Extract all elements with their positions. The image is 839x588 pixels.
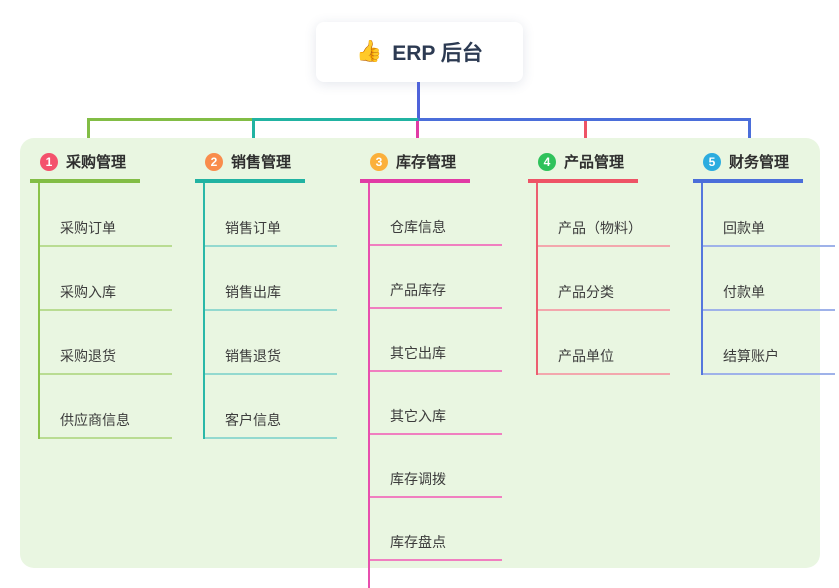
child-node[interactable]: 销售退货: [205, 311, 337, 375]
connector-drop-branch-5: [748, 118, 751, 150]
connector-drop-branch-1: [87, 118, 90, 150]
root-connector-line: [417, 82, 420, 119]
child-node[interactable]: 库存调拨: [370, 435, 502, 498]
connector-horizontal-branch-2: [253, 118, 418, 121]
child-node[interactable]: 库存盘点: [370, 498, 502, 561]
thumbs-up-icon: 👍: [356, 40, 383, 63]
child-node[interactable]: 供应商信息: [40, 375, 172, 439]
branch-label: 产品管理: [564, 154, 625, 171]
child-node[interactable]: 采购入库: [40, 247, 172, 311]
branch-inventory: 3 库存管理 仓库信息 产品库存 其它出库 其它入库 库存调拨 库存盘点 出库库…: [360, 148, 502, 588]
connector-horizontal-branch-5: [418, 118, 751, 121]
child-node[interactable]: 销售订单: [205, 183, 337, 247]
child-node[interactable]: 产品（物料）: [538, 183, 670, 247]
connector-drop-branch-4: [584, 121, 587, 150]
branch-finance-children: 回款单 付款单 结算账户: [701, 183, 835, 375]
child-node[interactable]: 其它出库: [370, 309, 502, 372]
child-node[interactable]: 产品库存: [370, 246, 502, 309]
branch-number-badge: 1: [40, 152, 58, 171]
branch-finance: 5 财务管理 回款单 付款单 结算账户: [693, 148, 835, 375]
child-node[interactable]: 采购订单: [40, 183, 172, 247]
branch-sales-header[interactable]: 2 销售管理: [195, 148, 306, 183]
child-node[interactable]: 采购退货: [40, 311, 172, 375]
root-title: ERP 后台: [392, 42, 483, 65]
branch-product: 4 产品管理 产品（物料） 产品分类 产品单位: [528, 148, 670, 375]
branch-number-badge: 3: [370, 152, 388, 171]
child-node[interactable]: 结算账户: [703, 311, 835, 375]
branch-label: 库存管理: [396, 154, 457, 171]
child-node[interactable]: 销售出库: [205, 247, 337, 311]
child-node[interactable]: 出库库明细: [370, 561, 502, 588]
child-node[interactable]: 其它入库: [370, 372, 502, 435]
branch-inventory-header[interactable]: 3 库存管理: [360, 148, 471, 183]
branch-number-badge: 4: [538, 152, 556, 171]
branch-finance-header[interactable]: 5 财务管理: [693, 148, 804, 183]
connector-drop-branch-3: [416, 121, 419, 150]
branch-product-header[interactable]: 4 产品管理: [528, 148, 639, 183]
branch-label: 财务管理: [729, 154, 790, 171]
branch-label: 销售管理: [231, 154, 292, 171]
branch-product-children: 产品（物料） 产品分类 产品单位: [536, 183, 670, 375]
branch-sales-children: 销售订单 销售出库 销售退货 客户信息: [203, 183, 337, 439]
child-node[interactable]: 回款单: [703, 183, 835, 247]
branch-sales: 2 销售管理 销售订单 销售出库 销售退货 客户信息: [195, 148, 337, 439]
child-node[interactable]: 客户信息: [205, 375, 337, 439]
branch-purchase-header[interactable]: 1 采购管理: [30, 148, 141, 183]
branch-number-badge: 5: [703, 152, 721, 171]
connector-drop-branch-2: [252, 118, 255, 150]
branch-purchase: 1 采购管理 采购订单 采购入库 采购退货 供应商信息: [30, 148, 172, 439]
child-node[interactable]: 付款单: [703, 247, 835, 311]
root-node[interactable]: 👍 ERP 后台: [316, 22, 523, 82]
child-node[interactable]: 仓库信息: [370, 183, 502, 246]
child-node[interactable]: 产品分类: [538, 247, 670, 311]
branch-inventory-children: 仓库信息 产品库存 其它出库 其它入库 库存调拨 库存盘点 出库库明细: [368, 183, 502, 588]
child-node[interactable]: 产品单位: [538, 311, 670, 375]
connector-horizontal-branch-1: [87, 118, 253, 121]
branch-purchase-children: 采购订单 采购入库 采购退货 供应商信息: [38, 183, 172, 439]
branch-label: 采购管理: [66, 154, 127, 171]
branch-number-badge: 2: [205, 152, 223, 171]
